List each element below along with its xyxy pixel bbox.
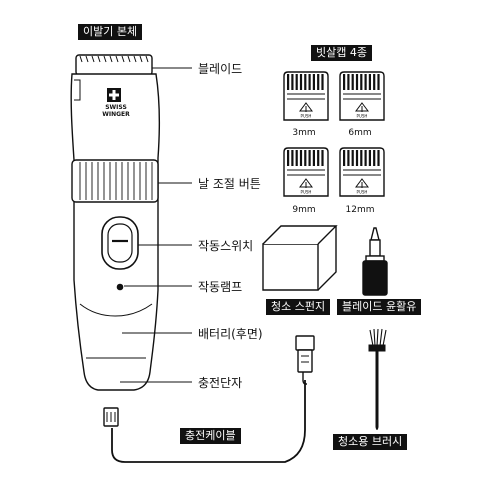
guard-size-label: 3mm bbox=[292, 128, 316, 138]
guard-size-label: 12mm bbox=[345, 205, 375, 215]
guard-cap-icon: PUSH bbox=[339, 71, 385, 121]
brand-cross-icon bbox=[107, 88, 121, 102]
guard-push-text: PUSH bbox=[357, 190, 368, 195]
charge-port-label: 충전단자 bbox=[198, 376, 243, 390]
adjust-band bbox=[71, 159, 159, 203]
guard-cap-icon: PUSH bbox=[283, 147, 329, 197]
guard-size-label: 6mm bbox=[348, 128, 372, 138]
guard-push-text: PUSH bbox=[301, 190, 312, 195]
power-switch-label: 작동스위치 bbox=[198, 239, 254, 253]
brand-logo: SWISS WINGER bbox=[96, 104, 136, 118]
guard-push-text: PUSH bbox=[301, 114, 312, 119]
guard-size-label: 9mm bbox=[292, 205, 316, 215]
blade-oil-tag: 블레이드 윤활유 bbox=[337, 299, 422, 315]
guard-caps-title-tag: 빗살캡 4종 bbox=[311, 45, 372, 61]
callout-lines bbox=[120, 67, 192, 383]
guard-cap-icon: PUSH bbox=[283, 71, 329, 121]
clipper-body bbox=[70, 54, 161, 391]
battery-label: 배터리(후면) bbox=[198, 327, 263, 341]
sponge-drawing bbox=[262, 225, 338, 291]
guard-push-text: PUSH bbox=[357, 114, 368, 119]
brush-tag: 청소용 브러시 bbox=[333, 434, 408, 450]
adjust-button-label: 날 조절 버튼 bbox=[198, 177, 261, 191]
guard-caps: PUSH PUSH PUSH PUSH bbox=[283, 71, 385, 197]
blade-drawing bbox=[75, 54, 153, 76]
brush-drawing bbox=[368, 328, 387, 430]
charging-cable-drawing bbox=[103, 335, 315, 463]
sponge-tag: 청소 스펀지 bbox=[266, 299, 331, 315]
brand-line-1: SWISS bbox=[105, 104, 127, 111]
lamp-label: 작동램프 bbox=[198, 280, 243, 294]
brand-line-2: WINGER bbox=[102, 111, 130, 118]
body-title-tag: 이발기 본체 bbox=[78, 24, 143, 40]
lamp-dot bbox=[116, 283, 124, 291]
blade-label: 블레이드 bbox=[198, 62, 243, 76]
cable-tag: 충전케이블 bbox=[180, 428, 241, 444]
guard-cap-icon: PUSH bbox=[339, 147, 385, 197]
oil-bottle-drawing bbox=[362, 227, 388, 296]
